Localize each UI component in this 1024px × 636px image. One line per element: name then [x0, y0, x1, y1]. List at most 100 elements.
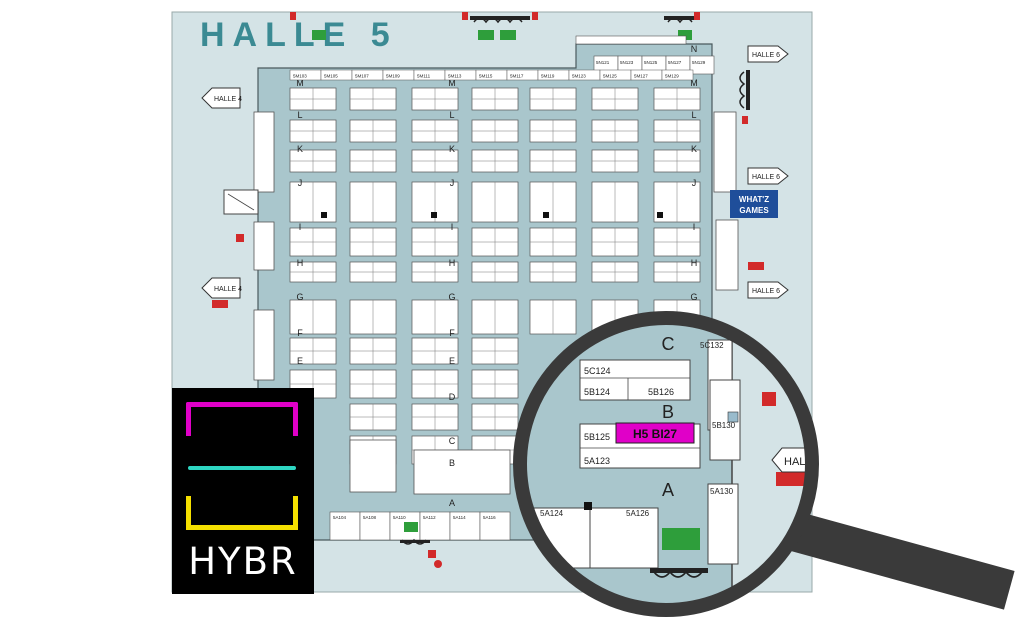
booth-label: 5M125: [603, 74, 617, 79]
sponsor-badge: [730, 190, 778, 218]
booth-grid: [289, 87, 701, 495]
booth-block: [411, 149, 459, 173]
row-letter: G: [690, 292, 697, 302]
booth-block: [349, 403, 397, 431]
svg-text:HALLE 6: HALLE 6: [752, 174, 780, 181]
row-letter: G: [296, 292, 303, 302]
row-letter: H: [449, 258, 456, 268]
booth-block: [411, 119, 459, 143]
fire-extinguisher-icon: [462, 12, 468, 20]
arrow-halle4-top[interactable]: HALLE 4: [201, 87, 242, 109]
booth-block: [575, 35, 687, 45]
row-letter: J: [692, 178, 697, 188]
booth-block: [349, 439, 397, 493]
booth-block: [529, 119, 577, 143]
lens-row-b: B: [662, 402, 674, 422]
highlight-booth-label: H5 BI27: [633, 427, 677, 441]
row-letter: E: [449, 356, 455, 366]
row-letter: I: [451, 222, 454, 232]
row-letter: J: [450, 178, 455, 188]
booth-block: [471, 119, 519, 143]
row-letter: F: [449, 328, 455, 338]
booth-label: 5A114: [453, 515, 466, 520]
arrow-halle6-top[interactable]: HALLE 6: [747, 45, 789, 63]
lens-emergency-exit-icon: [662, 528, 700, 550]
logo-bottom-bracket: [186, 496, 298, 530]
lens-fire-extinguisher-icon: [776, 472, 806, 486]
booth-block: [349, 119, 397, 143]
booth-block: [471, 337, 519, 365]
booth-label: 5M103: [293, 74, 307, 79]
booth-block: [289, 87, 337, 111]
top-doors: [290, 12, 700, 40]
booth-label: 5M115: [479, 74, 493, 79]
logo-text: HYBR: [188, 540, 298, 583]
booth-block: [411, 299, 459, 335]
hall-title: HALLE 5: [200, 16, 398, 54]
booth-block: [411, 227, 459, 257]
magnifier-rim: [513, 311, 819, 617]
booth-label: 5N129: [692, 60, 706, 65]
row-letter: L: [691, 110, 696, 120]
logo-middle-bar: [188, 466, 296, 470]
row-letter: K: [297, 144, 303, 154]
row-letter: C: [449, 436, 456, 446]
row-letter: K: [691, 144, 697, 154]
magnifier: C 5C124 5B124 5B126 5C132 B 5B125 5A123 …: [513, 311, 1015, 617]
booth-block: [529, 299, 577, 335]
sponsor-line2: GAMES: [739, 206, 769, 215]
booth-block: [591, 119, 639, 143]
lens-row-c: C: [662, 334, 675, 354]
booth-block: [471, 149, 519, 173]
booth-block: [471, 227, 519, 257]
booth-block: [349, 149, 397, 173]
booth-block: [289, 299, 337, 335]
booth-block: [479, 511, 511, 541]
booth-block: [653, 261, 701, 283]
booth-block: [471, 87, 519, 111]
row-letter: D: [449, 392, 456, 402]
booth-label: 5A112: [423, 515, 436, 520]
booth-block: [349, 87, 397, 111]
booth-block: [529, 227, 577, 257]
booth-block: [471, 181, 519, 223]
arrow-halle6-mid[interactable]: HALLE 6: [747, 167, 789, 185]
row-letter: I: [299, 222, 302, 232]
booth-block: [329, 511, 361, 541]
booth-block: [653, 227, 701, 257]
booth-label: 5M119: [541, 74, 555, 79]
lens-booth-5b125: 5B125: [584, 432, 610, 442]
emergency-exit-icon: [312, 30, 326, 40]
booth-label: 5A116: [483, 515, 496, 520]
arrow-halle4-bottom[interactable]: HALLE 4: [201, 277, 242, 299]
booth-block: [411, 87, 459, 111]
svg-text:HALLE 6: HALLE 6: [752, 288, 780, 295]
booth-label: 5M107: [355, 74, 369, 79]
booth-block: [411, 403, 459, 431]
booth-block: [529, 149, 577, 173]
lens-halle6-label: HALLE 6: [784, 456, 828, 468]
booth-block: [591, 149, 639, 173]
row-letter: J: [298, 178, 303, 188]
side-booth: [713, 111, 737, 193]
lens-booth-5c124: 5C124: [584, 366, 611, 376]
booth-block: [411, 337, 459, 365]
logo-top-bracket: [186, 402, 298, 436]
booth-block: [349, 227, 397, 257]
lens-booth-5a130: 5A130: [710, 487, 734, 496]
row-letter: B: [449, 458, 455, 468]
side-booth: [253, 309, 275, 381]
row-letter: L: [297, 110, 302, 120]
booth-label: 5N123: [620, 60, 634, 65]
booth-label: 5M117: [510, 74, 524, 79]
arrow-halle6-low[interactable]: HALLE 6: [747, 281, 789, 299]
booth-block: [289, 337, 337, 365]
lens-booth-5b130: 5B130: [712, 421, 736, 430]
booth-block: [529, 181, 577, 223]
booth-block: [591, 181, 639, 223]
